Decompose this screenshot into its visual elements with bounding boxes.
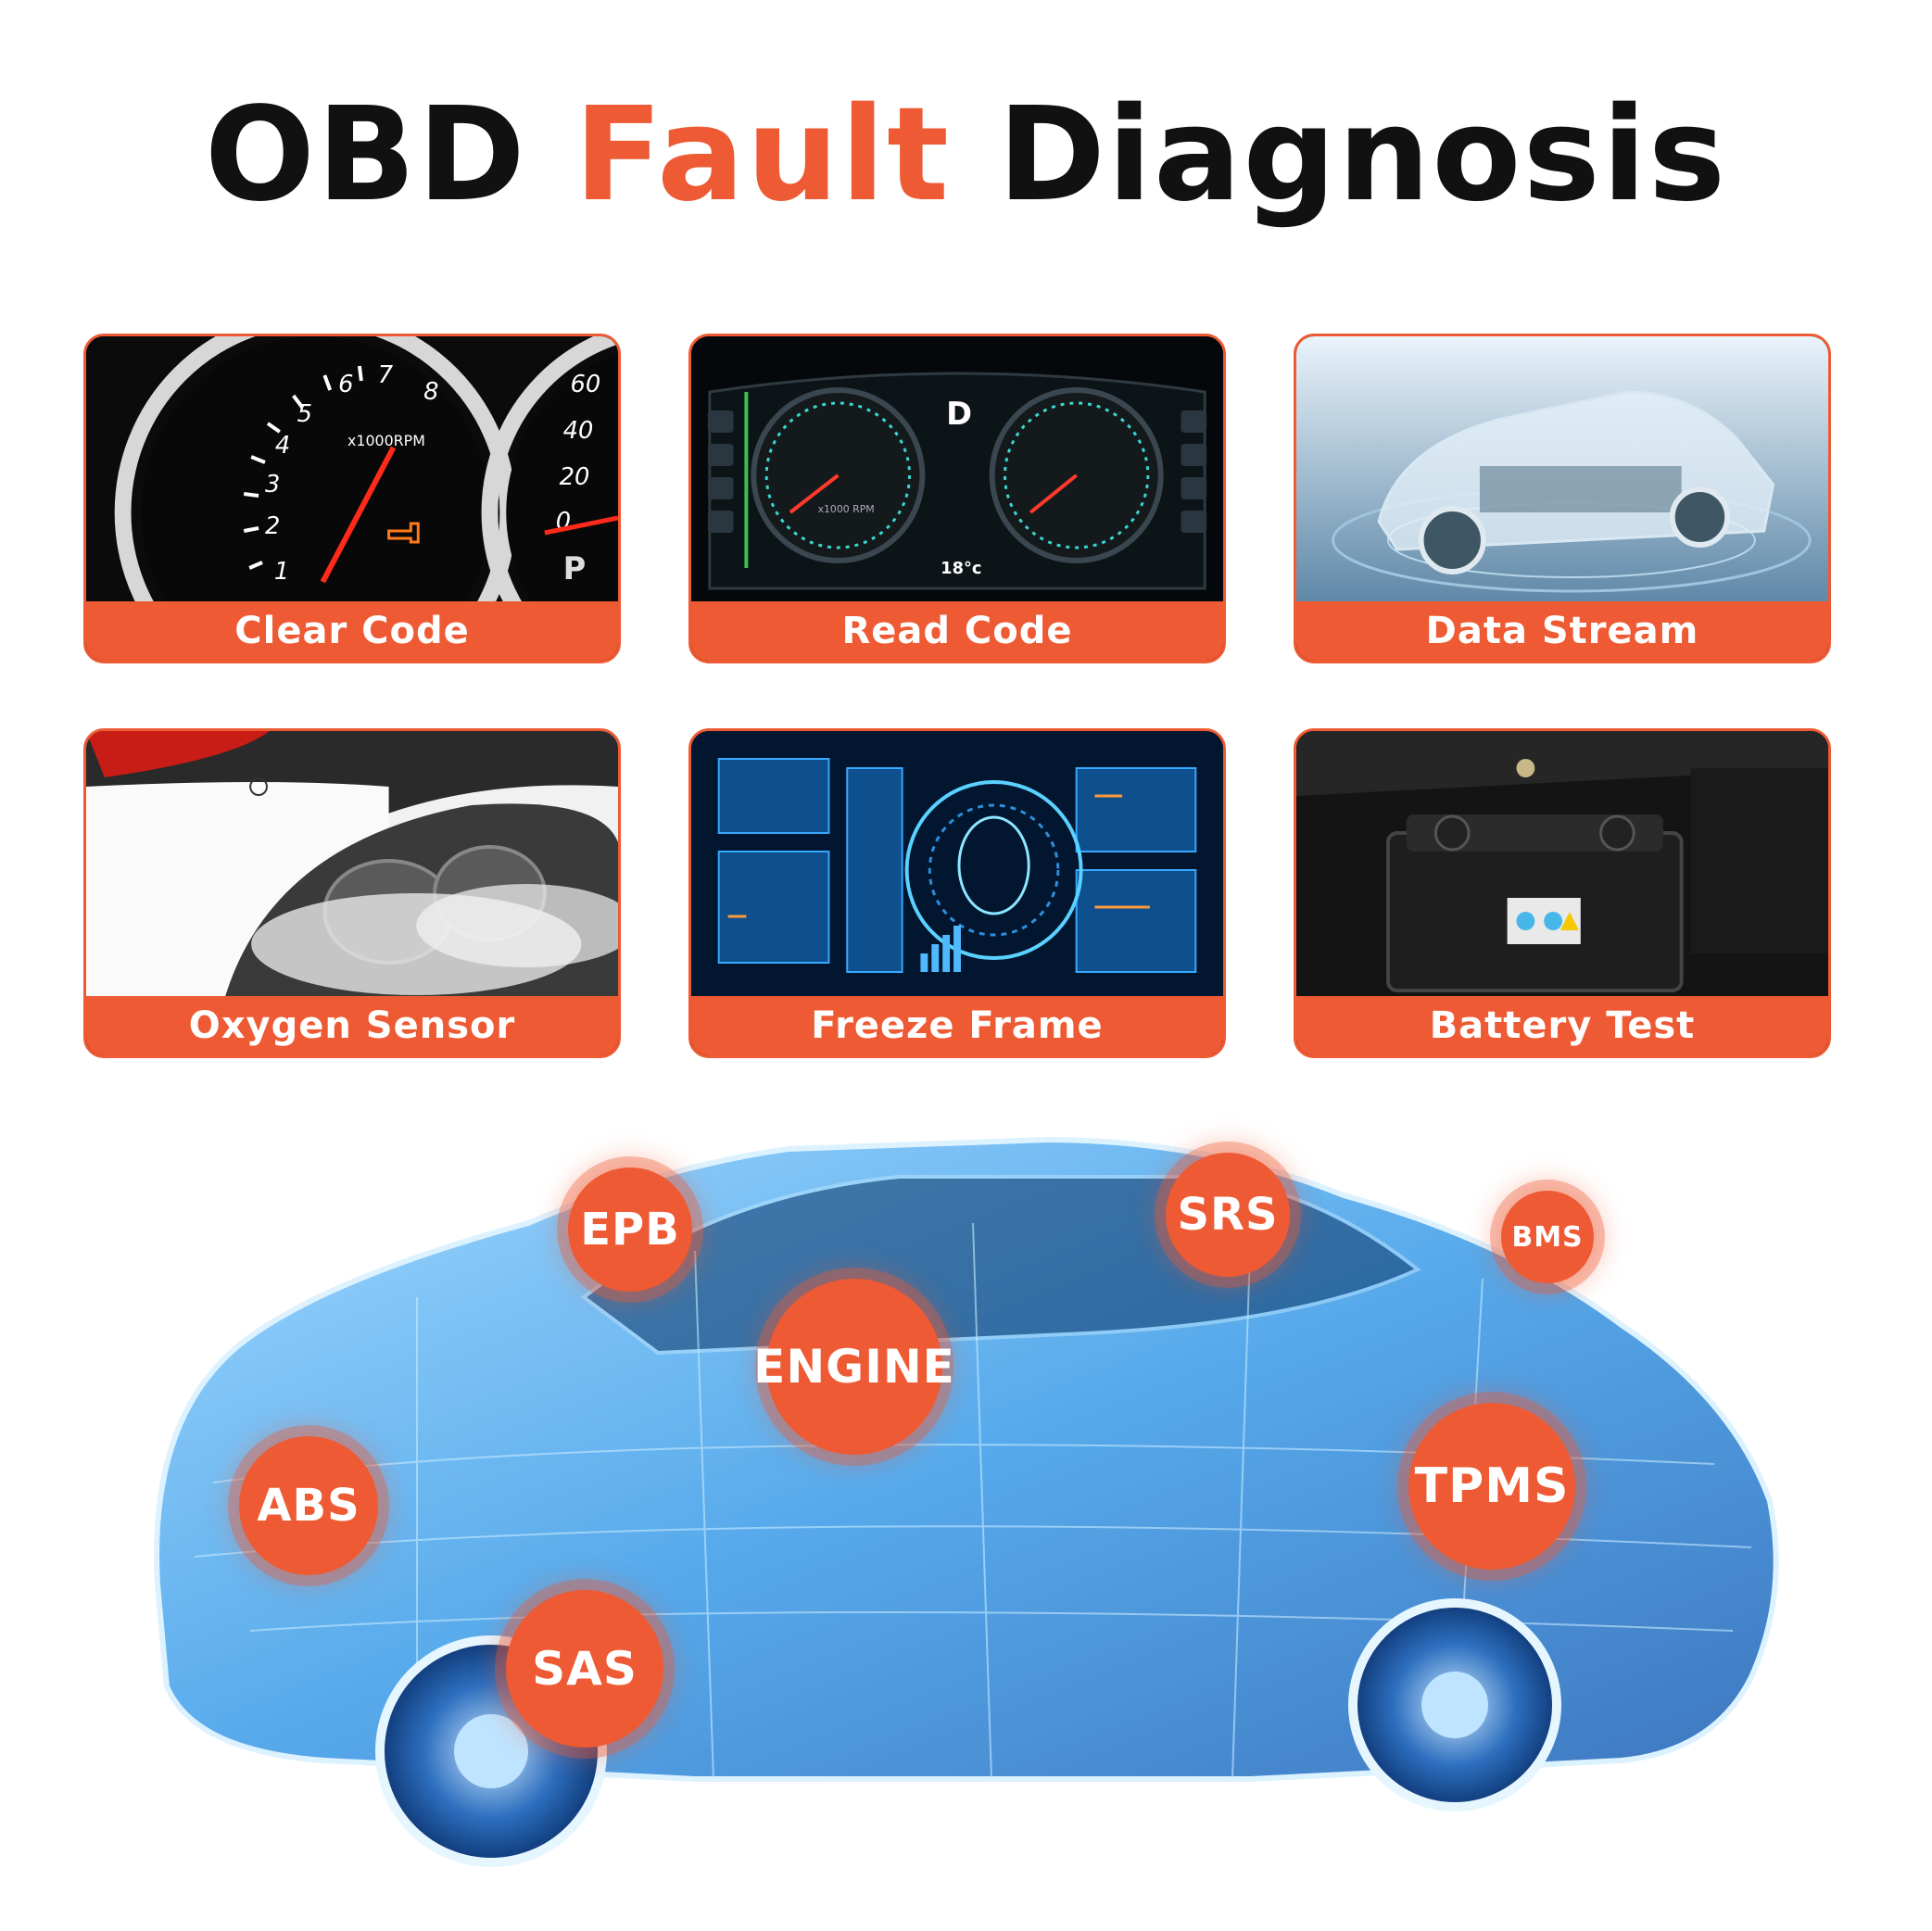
feature-card-oxygen-sensor: Oxygen Sensor [83, 728, 621, 1058]
transparent-ev-car-image [1296, 336, 1828, 607]
rpm-tick-label: 4 [275, 432, 290, 460]
system-badge-epb: EPB [568, 1167, 692, 1292]
cluster-rpm-unit: x1000 RPM [818, 503, 875, 515]
title-fault: Fault [574, 80, 952, 231]
speed-tick-label: 40 [563, 417, 594, 445]
check-engine-icon [387, 522, 420, 544]
card-label: Data Stream [1296, 601, 1828, 661]
card-label: Oxygen Sensor [86, 996, 618, 1055]
rpm-tick-label: 1 [274, 558, 289, 586]
feature-card-clear-code: 1 2 3 4 5 6 7 8 x1000RPM 60 40 20 0 P Cl… [83, 334, 621, 663]
rpm-tick-label: 7 [378, 361, 394, 389]
system-badge-tpms: TPMS [1408, 1403, 1575, 1570]
gear-indicator: P [563, 550, 587, 587]
speed-tick-label: 60 [571, 371, 601, 398]
cluster-rpm-needle [789, 473, 840, 514]
feature-card-read-code: D x1000 RPM 18°c Read Code [688, 334, 1226, 663]
rpm-tick-label: 3 [265, 471, 280, 499]
card-label: Read Code [691, 601, 1223, 661]
system-badge-bms: BMS [1501, 1191, 1594, 1283]
feature-card-data-stream: Data Stream [1294, 334, 1831, 663]
rpm-unit-label: x1000RPM [347, 432, 425, 449]
speed-tick-label: 20 [560, 463, 590, 491]
card-label: Clear Code [86, 601, 618, 661]
cluster-speed-needle [1029, 473, 1078, 514]
system-badge-abs: ABS [239, 1436, 378, 1575]
car-battery-engine-bay-image [1296, 731, 1828, 1002]
feature-card-battery-test: Battery Test [1294, 728, 1831, 1058]
dashboard-tachometer-image: 1 2 3 4 5 6 7 8 x1000RPM 60 40 20 0 P [86, 336, 618, 607]
rpm-ticks [243, 365, 363, 570]
blue-data-hud-image [691, 731, 1223, 1002]
card-label: Battery Test [1296, 996, 1828, 1055]
cluster-temp: 18°c [941, 559, 981, 578]
cluster-gear: D [946, 396, 972, 432]
feature-card-freeze-frame: Freeze Frame [688, 728, 1226, 1058]
rpm-tick-label: 8 [423, 378, 438, 406]
card-label: Freeze Frame [691, 996, 1223, 1055]
rpm-needle [320, 446, 397, 584]
rpm-tick-label: 5 [297, 400, 312, 428]
page-title: OBD Fault Diagnosis [0, 82, 1932, 230]
exhaust-pipe-smoke-image [86, 731, 618, 1002]
digital-instrument-cluster-image: D x1000 RPM 18°c [691, 336, 1223, 607]
system-badge-engine: ENGINE [753, 1279, 954, 1455]
rpm-tick-label: 2 [265, 512, 280, 540]
title-obd: OBD [204, 80, 527, 231]
system-badge-sas: SAS [506, 1590, 663, 1748]
rpm-tick-label: 6 [338, 371, 353, 398]
speed-needle [544, 515, 618, 536]
title-diagnosis: Diagnosis [997, 80, 1728, 231]
system-badge-srs: SRS [1166, 1153, 1290, 1277]
